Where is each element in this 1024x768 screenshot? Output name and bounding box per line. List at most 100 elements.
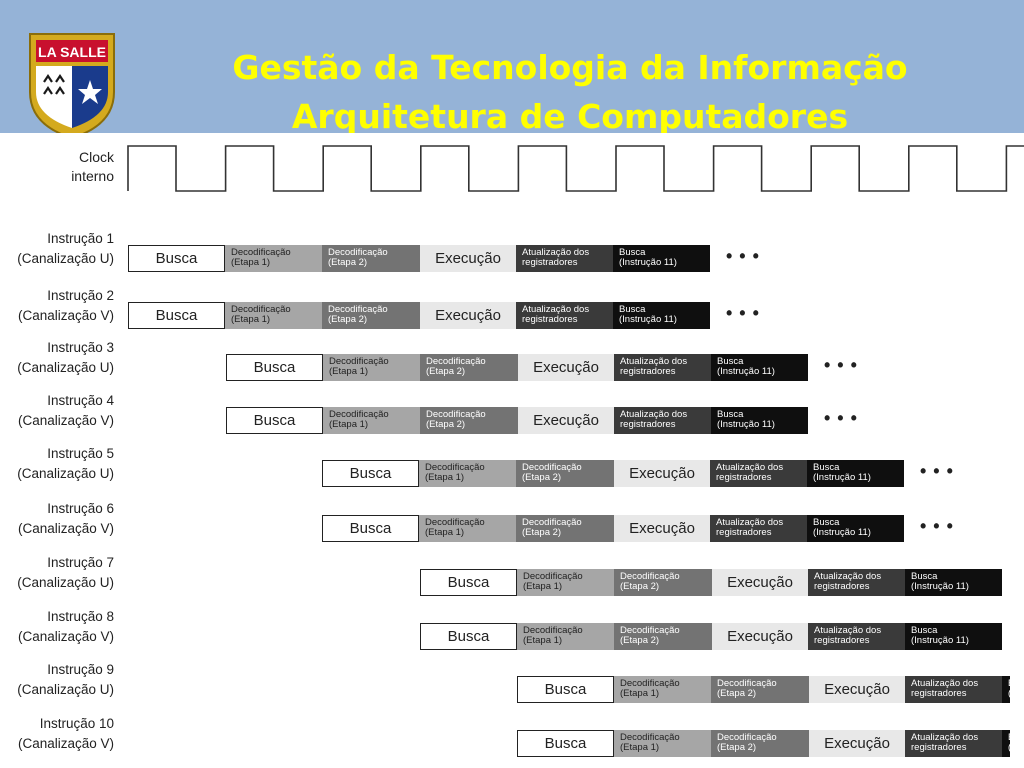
stage-busca-instr11-text-2: (Instrução 11) xyxy=(911,581,969,592)
stage-decod-2-text-2: (Etapa 2) xyxy=(328,314,368,325)
pipeline-diagram: Clock interno Instrução 1 (Canalização U)… xyxy=(0,133,1024,768)
stage-decod-2: Decodificação(Etapa 2) xyxy=(711,730,809,757)
instruction-row-label: Instrução 5 (Canalização U) xyxy=(17,444,114,484)
stage-decod-1: Decodificação(Etapa 1) xyxy=(323,354,420,381)
instruction-name: Instrução 2 xyxy=(47,288,114,303)
stage-atualizacao-text-1: Atualização dos xyxy=(911,732,979,743)
stage-execucao: Execução xyxy=(420,245,516,272)
stage-busca-instr11-text-1: Busca xyxy=(911,571,938,582)
stage-busca-text-1: Busca xyxy=(447,574,490,591)
stage-decod-1: Decodificação(Etapa 1) xyxy=(419,515,516,542)
pipeline-name: (Canalização V) xyxy=(17,629,114,644)
stage-decod-1: Decodificação(Etapa 1) xyxy=(419,460,516,487)
stage-busca-text-1: Busca xyxy=(253,412,296,429)
stage-decod-1-text-1: Decodificação xyxy=(425,517,485,528)
stage-decod-2-text-1: Decodificação xyxy=(328,247,388,258)
stage-busca-text-1: Busca xyxy=(544,681,587,698)
stage-busca: Busca xyxy=(128,245,225,272)
stage-busca-text-1: Busca xyxy=(544,735,587,752)
svg-text:LA SALLE: LA SALLE xyxy=(38,44,106,60)
pipeline-name: (Canalização U) xyxy=(17,466,114,481)
stage-busca-instr11-text-2: (Instrução 11) xyxy=(1008,743,1010,753)
stage-busca: Busca xyxy=(420,569,517,596)
stage-busca-instr11-text-1: Busca xyxy=(1008,733,1010,743)
stage-decod-1-text-2: (Etapa 1) xyxy=(329,366,369,377)
instruction-name: Instrução 4 xyxy=(47,393,114,408)
instruction-name: Instrução 7 xyxy=(47,555,114,570)
stage-atualizacao-text-1: Atualização dos xyxy=(522,247,590,258)
stage-execucao: Execução xyxy=(712,623,808,650)
stage-atualizacao-text-2: registradores xyxy=(522,314,578,325)
stage-busca-text-1: Busca xyxy=(253,359,296,376)
continuation-dots: • • • xyxy=(920,516,954,536)
stage-atualizacao-text-2: registradores xyxy=(911,742,967,753)
stage-atualizacao-text-1: Atualização dos xyxy=(620,356,688,367)
stage-busca-instr11: Busca(Instrução 11) xyxy=(711,407,808,434)
stage-execucao: Execução xyxy=(809,676,905,703)
stage-decod-2: Decodificação(Etapa 2) xyxy=(614,623,712,650)
continuation-dots: • • • xyxy=(824,355,858,375)
stage-busca-text-1: Busca xyxy=(349,520,392,537)
clock-waveform xyxy=(127,145,1024,192)
stage-decod-2-text-2: (Etapa 2) xyxy=(620,581,660,592)
stage-decod-2-text-2: (Etapa 2) xyxy=(717,742,757,753)
instruction-name: Instrução 9 xyxy=(47,662,114,677)
clock-label: Clock interno xyxy=(71,148,114,186)
stage-execucao: Execução xyxy=(518,407,614,434)
stage-decod-2: Decodificação(Etapa 2) xyxy=(322,302,420,329)
stage-decod-2-text-1: Decodificação xyxy=(620,571,680,582)
instruction-row-label: Instrução 7 (Canalização U) xyxy=(17,553,114,593)
stage-busca: Busca xyxy=(226,354,323,381)
stage-decod-1-text-2: (Etapa 1) xyxy=(231,257,271,268)
stage-decod-1-text-1: Decodificação xyxy=(329,409,389,420)
clock-label-line1: Clock xyxy=(78,149,114,165)
stage-atualizacao-text-2: registradores xyxy=(716,527,772,538)
stage-decod-2-text-2: (Etapa 2) xyxy=(620,635,660,646)
stage-decod-1-text-1: Decodificação xyxy=(231,247,291,258)
pipeline-name: (Canalização V) xyxy=(17,413,114,428)
stage-busca: Busca xyxy=(420,623,517,650)
stage-busca-instr11: Busca(Instrução 11) xyxy=(905,569,1002,596)
stage-busca-instr11-text-1: Busca xyxy=(619,304,646,315)
stage-decod-2-text-2: (Etapa 2) xyxy=(717,688,757,699)
stage-decod-2-text-1: Decodificação xyxy=(426,356,486,367)
instruction-row-label: Instrução 9 (Canalização U) xyxy=(17,660,114,700)
stage-decod-1-text-2: (Etapa 1) xyxy=(425,472,465,483)
stage-busca-instr11: Busca(Instrução 11) xyxy=(711,354,808,381)
stage-busca-instr11-text-2: (Instrução 11) xyxy=(1008,689,1010,699)
stage-atualizacao-text-2: registradores xyxy=(620,419,676,430)
stage-atualizacao-text-1: Atualização dos xyxy=(814,571,882,582)
stage-execucao: Execução xyxy=(809,730,905,757)
stage-busca-text-1: Busca xyxy=(447,628,490,645)
stage-busca-instr11: Busca(Instrução 11) xyxy=(613,245,710,272)
stage-execucao-text-1: Execução xyxy=(824,735,890,752)
stage-busca-instr11-text-2: (Instrução 11) xyxy=(813,472,871,483)
stage-decod-2-text-1: Decodificação xyxy=(620,625,680,636)
stage-decod-2-text-1: Decodificação xyxy=(426,409,486,420)
pipeline-name: (Canalização U) xyxy=(17,682,114,697)
stage-busca-instr11: Busca(Instrução 11) xyxy=(807,515,904,542)
stage-busca-instr11: Busca(Instrução 11) xyxy=(1002,730,1010,757)
instruction-name: Instrução 1 xyxy=(47,231,114,246)
stage-busca-instr11-text-1: Busca xyxy=(813,517,840,528)
stage-decod-1-text-2: (Etapa 1) xyxy=(620,742,660,753)
stage-execucao-text-1: Execução xyxy=(629,465,695,482)
stage-execucao: Execução xyxy=(420,302,516,329)
stage-execucao-text-1: Execução xyxy=(533,359,599,376)
stage-decod-2-text-1: Decodificação xyxy=(717,732,777,743)
instruction-name: Instrução 5 xyxy=(47,446,114,461)
stage-busca-instr11: Busca(Instrução 11) xyxy=(807,460,904,487)
stage-decod-2-text-2: (Etapa 2) xyxy=(522,527,562,538)
pipeline-name: (Canalização U) xyxy=(17,575,114,590)
stage-decod-1-text-1: Decodificação xyxy=(620,678,680,689)
stage-busca-instr11-text-2: (Instrução 11) xyxy=(619,314,677,325)
stage-decod-1: Decodificação(Etapa 1) xyxy=(517,569,614,596)
stage-decod-2: Decodificação(Etapa 2) xyxy=(322,245,420,272)
stage-decod-1-text-1: Decodificação xyxy=(425,462,485,473)
clock-pulse-train xyxy=(127,145,1024,192)
stage-busca-instr11-text-2: (Instrução 11) xyxy=(717,419,775,430)
stage-atualizacao-text-1: Atualização dos xyxy=(522,304,590,315)
